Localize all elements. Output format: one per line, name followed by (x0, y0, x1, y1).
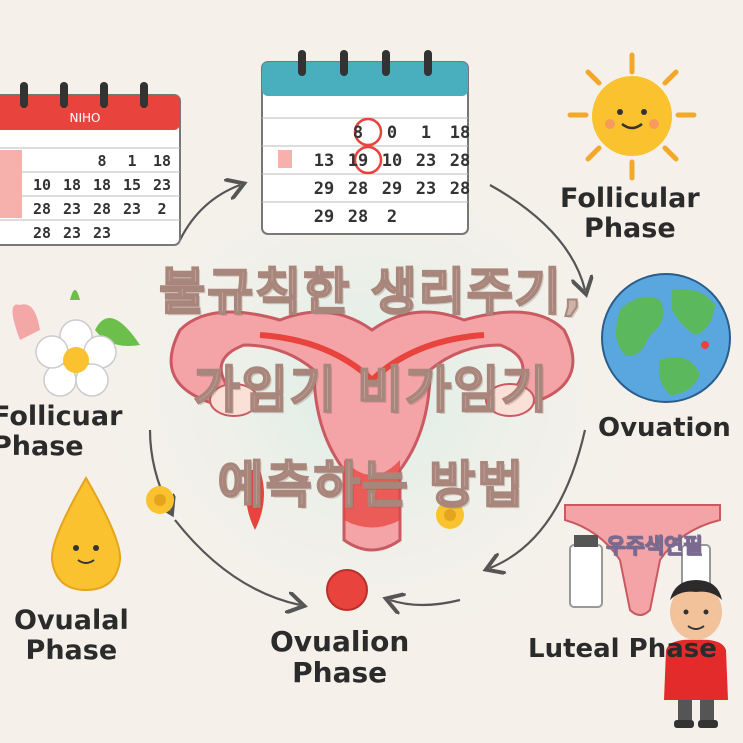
calendar-left-day: 23 (123, 200, 141, 218)
calendar-left-day: 18 (153, 152, 171, 170)
calendar-left-day: 23 (153, 176, 171, 194)
calendar-center-day: 23 (416, 151, 436, 171)
calendar-center-day: 29 (382, 179, 402, 199)
calendar-left-day: 2 (157, 200, 166, 218)
character-avatar (664, 580, 728, 728)
calendar-center: 8 0 1 18 13 19 10 23 28 29 28 29 23 28 29 28 2 (261, 50, 470, 235)
arrow-1 (179, 185, 240, 241)
calendar-left-day: 18 (93, 176, 111, 194)
calendar-center-day: 1 (421, 123, 431, 143)
small-flowers (146, 486, 464, 529)
egg-icon (326, 569, 368, 611)
arrow-4 (390, 600, 461, 605)
calendar-center-day: 28 (450, 179, 470, 199)
calendar-left-day: 8 (97, 152, 106, 170)
drop-icon (50, 476, 122, 592)
calendar-left-day: 28 (93, 200, 111, 218)
calendar-center-day: 28 (450, 151, 470, 171)
arrow-3 (490, 429, 587, 568)
cycle-arrows (148, 184, 587, 605)
calendar-center-day: 28 (348, 179, 368, 199)
calendar-center-day: 13 (314, 151, 334, 171)
calendar-left-day: 10 (33, 176, 51, 194)
calendar-center-day: 28 (348, 207, 368, 227)
ovulation-day-circle (353, 117, 383, 147)
label-luteal-bottom-right: Luteal Phase (528, 634, 717, 664)
calendar-left-day: 23 (93, 224, 111, 242)
calendar-center-day: 18 (450, 123, 470, 143)
overlay-title-line2: 가임기 비가임기 (193, 360, 550, 420)
calendar-center-day: 19 (348, 151, 368, 171)
calendar-left-day: 15 (123, 176, 141, 194)
calendar-left-day: 18 (63, 176, 81, 194)
calendar-left-day: 23 (63, 200, 81, 218)
calendar-left-day: 28 (33, 224, 51, 242)
uterus-illustration (169, 310, 575, 552)
flower-icon (12, 290, 140, 397)
calendar-center-day: 23 (416, 179, 436, 199)
watermark: 우주색연필 (606, 534, 704, 559)
arrow-2 (489, 184, 585, 290)
calendar-left-day: 23 (63, 224, 81, 242)
calendar-center-day: 29 (314, 207, 334, 227)
calendar-center-day: 29 (314, 179, 334, 199)
highlight-day-circle (353, 145, 383, 175)
overlay-title-line3: 예측하는 방법 (217, 455, 526, 515)
calendar-center-day: 8 (353, 123, 363, 143)
calendar-center-day: 2 (387, 207, 397, 227)
calendar-left-day: 1 (127, 152, 136, 170)
sun-icon (567, 52, 697, 181)
label-ovuation-right: Ovuation (598, 413, 731, 443)
overlay-title-line1: 불규칙한 생리주기, (158, 262, 584, 322)
globe-icon (601, 273, 731, 403)
calendar-left: NIHO 8 1 18 10 18 18 15 23 28 23 28 23 2 28 23 23 (0, 82, 181, 246)
calendar-left-day: 28 (33, 200, 51, 218)
arrow-5 (174, 519, 300, 605)
calendar-center-day: 10 (382, 151, 402, 171)
calendar-center-day: 0 (387, 123, 397, 143)
calendar-left-header: NIHO (70, 111, 101, 125)
